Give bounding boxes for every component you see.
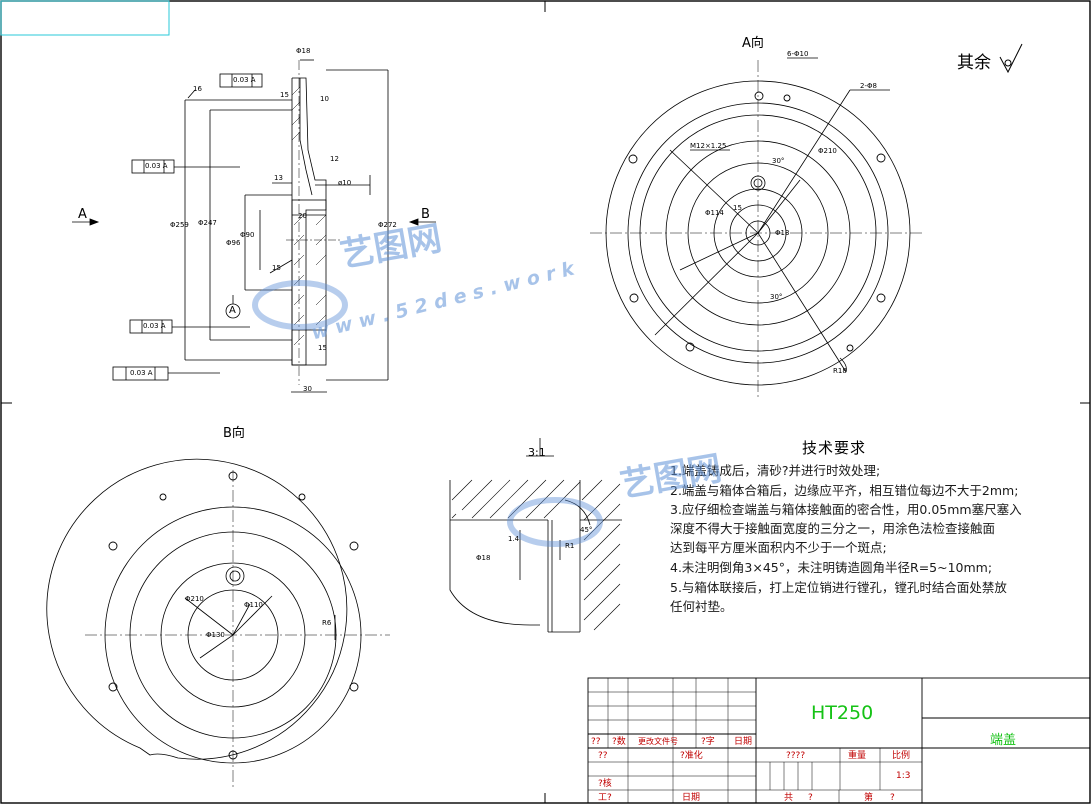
tb-weight: 重量	[848, 751, 867, 761]
dim-text: R18	[833, 367, 847, 375]
dim-text: 45°	[580, 526, 593, 534]
tb-approve: 日期	[682, 793, 701, 803]
gdt-text: 0.03 A	[143, 322, 166, 330]
gdt-text: 0.03 A	[130, 369, 153, 377]
dim-text: 15	[318, 344, 327, 352]
dim-text: 30°	[772, 157, 785, 165]
dim-text: Φ13	[775, 229, 790, 237]
tech-req-title: 技术要求	[802, 439, 867, 457]
watermark-logo	[252, 280, 603, 547]
view-a-label: A向	[742, 36, 764, 51]
gdt-text: 0.03 A	[233, 76, 256, 84]
title-block	[587, 677, 1091, 804]
dim-text: Φ247	[198, 219, 217, 227]
dim-text: 12	[330, 155, 339, 163]
tb-scale: 比例	[892, 751, 911, 761]
tb-designer: ??	[598, 751, 608, 761]
dim-text: Φ210	[818, 147, 837, 155]
dim-text: Φ110	[244, 601, 263, 609]
tech-req-item: 3.应仔细检查端盖与箱体接触面的密合性，用0.05mm塞尺塞入	[670, 502, 1022, 517]
roughness-note: 其余	[957, 53, 991, 73]
tb-count: ?数	[612, 737, 626, 747]
dim-text: Φ114	[705, 209, 724, 217]
tb-change-doc: 更改文件号	[638, 737, 678, 746]
dim-text: 20	[298, 212, 307, 220]
dim-text: 10	[320, 95, 329, 103]
arrow-a-label: A	[78, 207, 87, 222]
tb-sheet-q: ?	[890, 793, 895, 803]
b-view	[46, 458, 390, 790]
dim-text: R6	[322, 619, 332, 627]
tech-req-item: 4.未注明倒角3×45°，未注明铸造圆角半径R=5~10mm;	[670, 560, 993, 575]
tech-req-item: 5.与箱体联接后，打上定位销进行镗孔，镗孔时结合面处禁放	[670, 580, 1007, 595]
tech-req-item: 达到每平方厘米面积内不少于一个斑点;	[670, 540, 887, 555]
tb-scale-value: 1:3	[896, 771, 911, 781]
tb-review: ?核	[598, 779, 612, 789]
tech-req-item: 1.端盖铸成后，清砂?并进行时效处理;	[670, 463, 881, 478]
dim-text: 30°	[770, 293, 783, 301]
tb-mark: ??	[591, 737, 601, 747]
view-b-label: B向	[223, 426, 245, 441]
dim-text: Φ18	[476, 554, 491, 562]
tb-date: 日期	[734, 737, 753, 747]
dim-text: M12×1.25	[690, 142, 727, 150]
dim-text: Φ96	[226, 239, 241, 247]
tech-req-item: 任何衬垫。	[670, 599, 733, 614]
dim-text: 15	[733, 204, 742, 212]
tb-stage: ????	[786, 751, 806, 761]
detail-scale: 3:1	[528, 446, 546, 459]
tb-process: 工?	[598, 793, 612, 803]
tb-sign: ?字	[701, 737, 715, 747]
tb-standardize: ?准化	[680, 751, 703, 761]
corner-tag	[0, 0, 170, 36]
tb-sheet: 第	[864, 793, 874, 803]
dim-text: 15	[280, 91, 289, 99]
arrow-b-label: B	[421, 207, 430, 222]
dim-text: Φ259	[170, 221, 189, 229]
tb-total-q: ?	[808, 793, 813, 803]
gdt-text: 0.03 A	[145, 162, 168, 170]
detail-view	[449, 438, 622, 633]
section-view	[72, 59, 436, 393]
dim-text: Φ130	[206, 631, 225, 639]
tech-req-item: 2.端盖与箱体合箱后，边缘应平齐，相互错位每边不大于2mm;	[670, 483, 1019, 498]
dim-text: R1	[565, 542, 575, 550]
dim-text: Φ272	[378, 221, 397, 229]
dim-text: 30	[303, 385, 312, 393]
tb-total: 共	[784, 793, 794, 803]
a-view	[590, 57, 925, 400]
dim-text: 15	[272, 264, 281, 272]
dim-text: Φ18	[296, 47, 311, 55]
part-name: 端盖	[990, 733, 1017, 748]
dim-text: Φ210	[185, 595, 204, 603]
dim-text: 13	[274, 174, 283, 182]
datum-label: A	[229, 305, 236, 316]
dim-text: 6-Φ10	[787, 50, 809, 58]
dim-text: 1.4	[508, 535, 520, 543]
dim-text: 2-Φ8	[860, 82, 877, 90]
dim-text: ø10	[338, 179, 352, 187]
roughness-symbol	[999, 43, 1023, 74]
dim-text: 16	[193, 85, 202, 93]
material-label: HT250	[811, 702, 874, 724]
tech-req-item: 深度不得大于接触面宽度的三分之一，用涂色法检查接触面	[670, 521, 996, 536]
dim-text: Φ90	[240, 231, 255, 239]
